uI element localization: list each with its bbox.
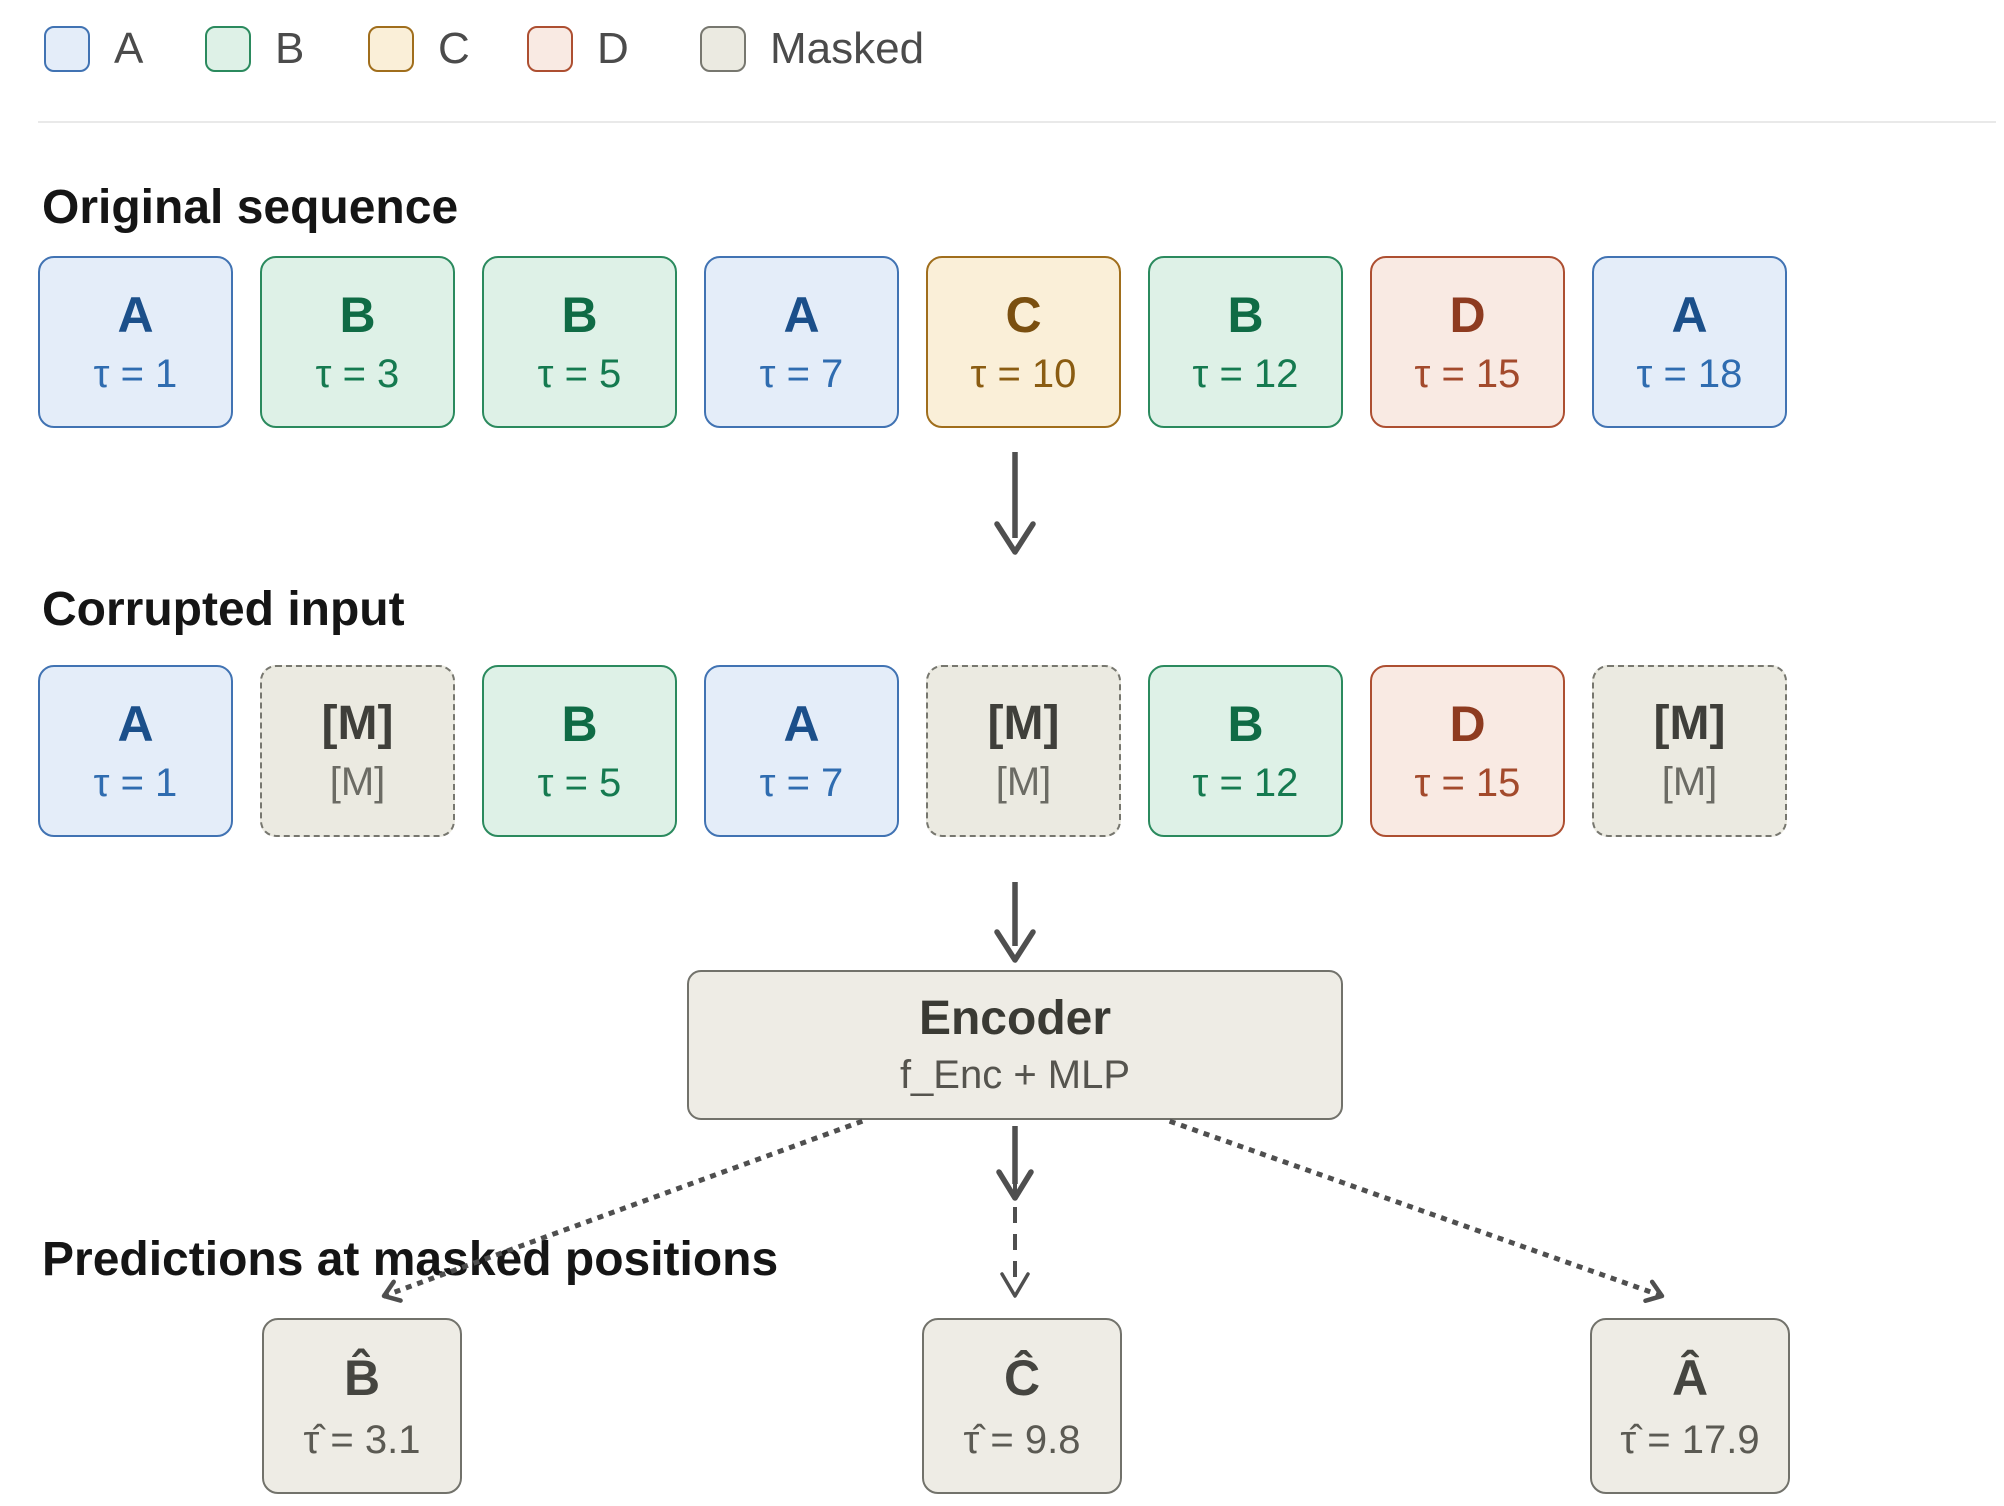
arrow-encoder-to-prediction-a: [1168, 1118, 1666, 1303]
predicted-type-label: Â: [1671, 1349, 1709, 1406]
predicted-time-label: τ̂ = 9.8: [963, 1418, 1081, 1463]
encoder-title: Encoder: [918, 992, 1112, 1045]
event-type-label: B: [1227, 696, 1264, 752]
event-type-label: B: [339, 287, 376, 343]
event-type-label: C: [1005, 287, 1042, 343]
event-type-label: A: [783, 287, 820, 343]
event-type-label: B: [561, 287, 598, 343]
event-box: A τ = 7: [704, 256, 899, 428]
event-type-label: A: [783, 696, 820, 752]
legend-swatch-b-icon: [205, 26, 251, 72]
event-box: B τ = 12: [1148, 256, 1343, 428]
event-type-label: D: [1449, 696, 1486, 752]
legend-label: A: [114, 24, 144, 73]
event-time-label: τ = 15: [1414, 761, 1521, 805]
event-type-label: D: [1449, 287, 1486, 343]
event-time-label: τ = 1: [93, 352, 178, 396]
predicted-time-label: τ̂ = 17.9: [1620, 1418, 1760, 1463]
encoder-box: Encoder f_Enc + MLP: [687, 970, 1343, 1120]
predicted-type-label: Ĉ: [1003, 1349, 1041, 1406]
event-type-label: B: [1227, 287, 1264, 343]
event-box: D τ = 15: [1370, 665, 1565, 837]
legend-swatch-a-icon: [44, 26, 90, 72]
event-time-label: τ = 7: [759, 352, 844, 396]
legend-item-b: B: [205, 26, 304, 72]
predicted-type-label: B̂: [343, 1349, 381, 1406]
mask-token-label: [M]: [1653, 697, 1726, 750]
section-title-corrupted-input: Corrupted input: [42, 583, 405, 636]
event-time-label: τ = 7: [759, 761, 844, 805]
legend-swatch-c-icon: [368, 26, 414, 72]
masked-event-box: [M] [M]: [926, 665, 1121, 837]
legend-item-c: C: [368, 26, 470, 72]
legend-label: B: [275, 24, 305, 73]
event-time-label: τ = 1: [93, 761, 178, 805]
event-time-label: τ = 12: [1192, 352, 1299, 396]
event-box: C τ = 10: [926, 256, 1121, 428]
original-sequence-row: A τ = 1 B τ = 3 B τ = 5 A τ = 7 C τ = 10…: [38, 256, 1787, 428]
event-time-label: τ = 5: [537, 352, 622, 396]
event-box: A τ = 1: [38, 256, 233, 428]
arrow-encoder-to-prediction-c: [1000, 1126, 1030, 1298]
event-box: B τ = 12: [1148, 665, 1343, 837]
event-time-label: τ = 10: [970, 352, 1077, 396]
legend-item-a: A: [44, 26, 143, 72]
event-type-label: A: [117, 287, 154, 343]
legend-item-masked: Masked: [700, 26, 924, 72]
event-box: B τ = 5: [482, 256, 677, 428]
mask-time-label: [M]: [995, 760, 1052, 804]
mask-token-label: [M]: [987, 697, 1060, 750]
event-box: B τ = 3: [260, 256, 455, 428]
legend-label: C: [438, 24, 470, 73]
arrow-original-to-corrupted: [994, 452, 1036, 555]
event-type-label: A: [1671, 287, 1708, 343]
event-type-label: B: [561, 696, 598, 752]
mask-token-label: [M]: [321, 697, 394, 750]
event-type-label: A: [117, 696, 154, 752]
event-time-label: τ = 5: [537, 761, 622, 805]
legend-swatch-d-icon: [527, 26, 573, 72]
section-title-predictions: Predictions at masked positions: [42, 1233, 779, 1286]
event-time-label: τ = 3: [315, 352, 400, 396]
event-time-label: τ = 18: [1636, 352, 1743, 396]
event-box: D τ = 15: [1370, 256, 1565, 428]
masked-event-box: [M] [M]: [260, 665, 455, 837]
event-time-label: τ = 12: [1192, 761, 1299, 805]
event-box: B τ = 5: [482, 665, 677, 837]
legend-label: D: [597, 24, 629, 73]
event-box: A τ = 7: [704, 665, 899, 837]
masked-event-box: [M] [M]: [1592, 665, 1787, 837]
section-title-original-sequence: Original sequence: [42, 181, 459, 234]
event-time-label: τ = 15: [1414, 352, 1521, 396]
event-box: A τ = 18: [1592, 256, 1787, 428]
legend-label: Masked: [770, 24, 925, 73]
mask-time-label: [M]: [1661, 760, 1718, 804]
prediction-box: Â τ̂ = 17.9: [1590, 1318, 1790, 1494]
encoder-subtitle: f_Enc + MLP: [899, 1053, 1131, 1097]
corrupted-input-row: A τ = 1 [M] [M] B τ = 5 A τ = 7 [M] [M] …: [38, 665, 1787, 837]
prediction-box: Ĉ τ̂ = 9.8: [922, 1318, 1122, 1494]
divider: [38, 121, 1996, 123]
predicted-time-label: τ̂ = 3.1: [303, 1418, 421, 1463]
prediction-box: B̂ τ̂ = 3.1: [262, 1318, 462, 1494]
mask-time-label: [M]: [329, 760, 386, 804]
legend-swatch-masked-icon: [700, 26, 746, 72]
arrow-corrupted-to-encoder: [994, 882, 1036, 963]
legend-item-d: D: [527, 26, 629, 72]
arrow-encoder-output: [996, 1126, 1034, 1201]
event-box: A τ = 1: [38, 665, 233, 837]
